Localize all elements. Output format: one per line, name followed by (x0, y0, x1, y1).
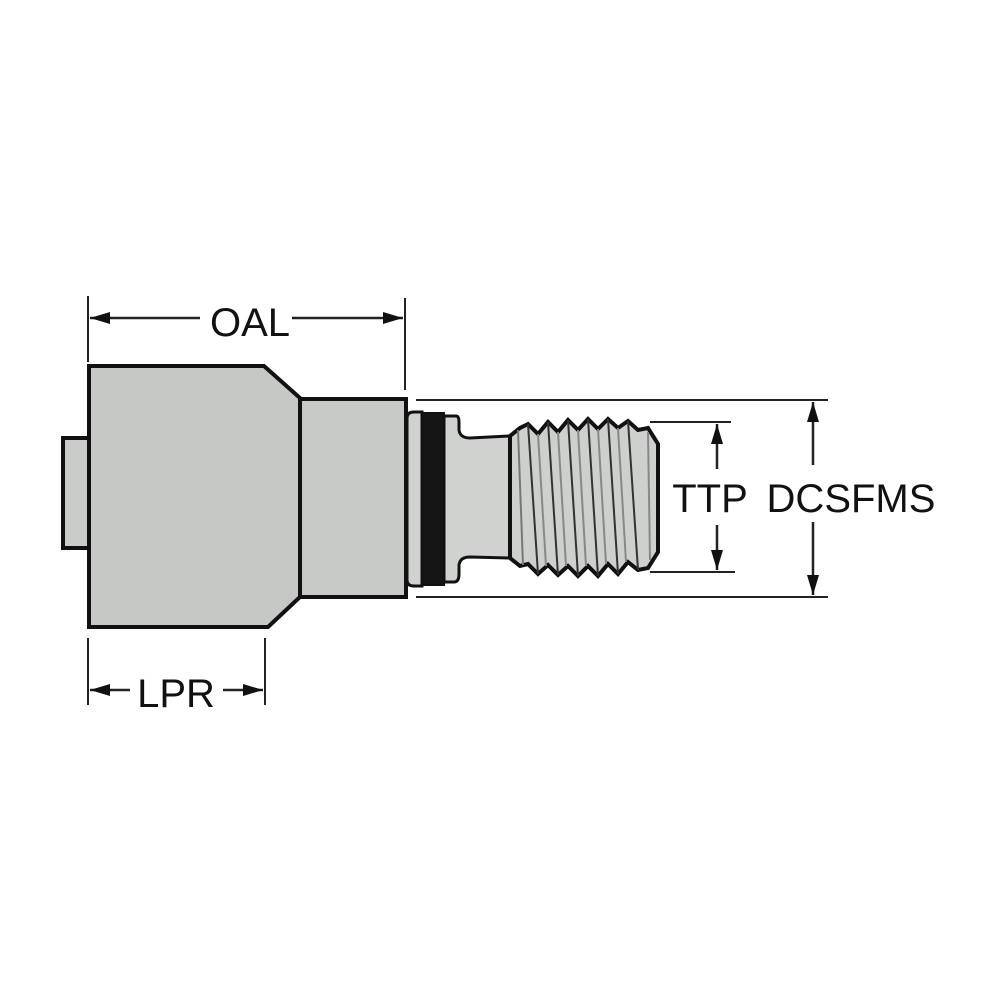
ttp-label: TTP (672, 477, 748, 521)
hose-stub (61, 436, 92, 550)
dimension-lpr (87, 638, 266, 705)
dimension-oal (87, 296, 406, 390)
fitting-body (61, 364, 660, 629)
o-ring (421, 412, 445, 586)
thread-lines (517, 418, 651, 577)
neck (442, 414, 512, 584)
dcsfms-label: DCSFMS (767, 477, 936, 521)
flange (405, 410, 424, 588)
vertical-extension-lines (416, 399, 828, 598)
oal-label: OAL (210, 301, 290, 345)
threaded-end (508, 416, 660, 579)
hex-socket (298, 397, 408, 599)
lpr-label: LPR (137, 672, 215, 716)
ferrule (87, 364, 302, 629)
